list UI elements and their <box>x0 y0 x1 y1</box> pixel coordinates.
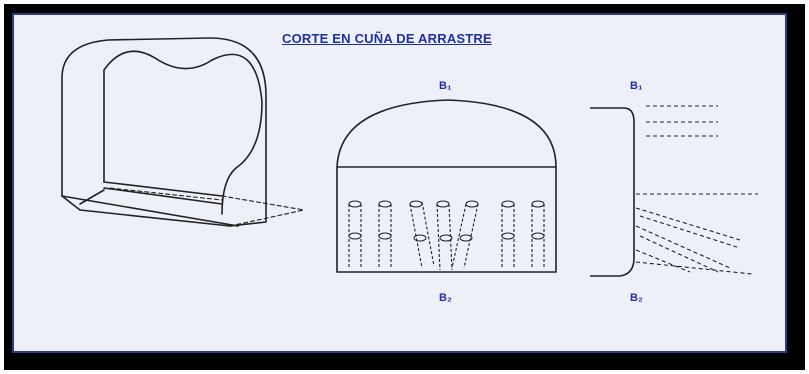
front-view-face <box>336 99 557 273</box>
side-label-b1: B₁ <box>630 80 643 92</box>
side-label-b2: B₂ <box>630 292 643 304</box>
tunnel-3d-view <box>61 37 267 227</box>
diagram-title: CORTE EN CUÑA DE ARRASTRE <box>282 31 492 46</box>
drill-hole-collars <box>348 200 545 242</box>
drill-holes-front <box>348 201 545 271</box>
diagram-panel <box>12 13 787 353</box>
tunnel-3d-dashed-lines <box>109 187 305 227</box>
front-label-b1: B₁ <box>439 80 452 92</box>
side-section-view <box>590 107 635 277</box>
front-label-b2: B₂ <box>439 292 452 304</box>
side-section-holes <box>635 105 758 275</box>
